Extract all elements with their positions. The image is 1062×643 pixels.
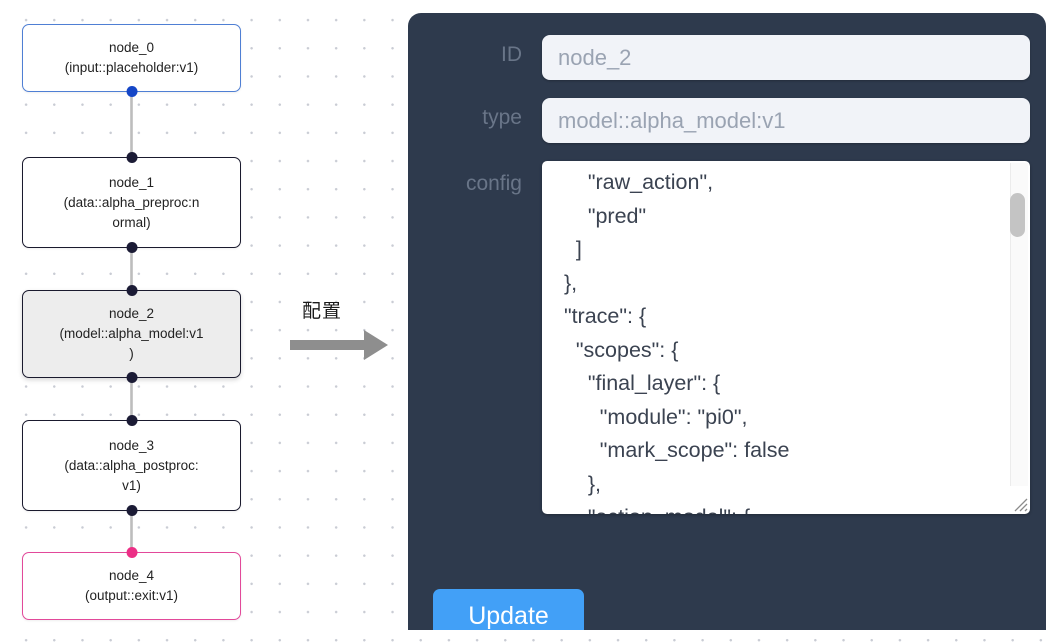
annotation-label: 配置 <box>302 300 343 322</box>
config-scrollbar-track[interactable] <box>1010 163 1028 486</box>
config-textarea-wrap <box>542 161 1030 514</box>
node-handle-target[interactable] <box>126 415 137 426</box>
type-label: type <box>482 106 522 129</box>
resize-grip-icon[interactable] <box>1009 493 1029 513</box>
graph-node-node_0[interactable]: node_0 (input::placeholder:v1) <box>22 24 241 97</box>
id-label: ID <box>501 43 522 66</box>
config-textarea[interactable] <box>542 161 1030 514</box>
form-row-config: config <box>424 161 1030 514</box>
graph-node-label: node_2 (model::alpha_model:v1 ) <box>59 306 204 361</box>
config-label: config <box>465 172 522 195</box>
form-row-type: type <box>424 98 1030 143</box>
right-arrow-icon <box>290 330 388 360</box>
node-handle-source[interactable] <box>126 372 137 383</box>
node-handle-target[interactable] <box>126 285 137 296</box>
graph-node-label: node_0 (input::placeholder:v1) <box>64 40 199 75</box>
config-scrollbar-thumb[interactable] <box>1010 193 1025 237</box>
graph-node-node_4[interactable]: node_4 (output::exit:v1) <box>22 547 241 620</box>
node-handle-source[interactable] <box>126 242 137 253</box>
node-handle-source[interactable] <box>126 505 137 516</box>
id-input[interactable] <box>542 35 1030 80</box>
graph-node-node_3[interactable]: node_3 (data::alpha_postproc: v1) <box>22 415 241 516</box>
form-row-id: ID <box>424 35 1030 80</box>
graph-node-node_1[interactable]: node_1 (data::alpha_preproc:n ormal) <box>22 152 241 253</box>
node-handle-target[interactable] <box>126 547 137 558</box>
update-button[interactable]: Update <box>433 589 584 630</box>
node-handle-target[interactable] <box>126 152 137 163</box>
graph-node-label: node_1 (data::alpha_preproc:n ormal) <box>63 174 200 230</box>
node-handle-source[interactable] <box>126 86 137 97</box>
node-config-panel: ID type config Update <box>408 13 1046 630</box>
graph-node-node_2[interactable]: node_2 (model::alpha_model:v1 ) <box>22 285 241 383</box>
annotation-arrow-group: 配置 <box>288 296 398 366</box>
graph-node-label: node_4 (output::exit:v1) <box>84 568 179 603</box>
graph-node-label: node_3 (data::alpha_postproc: v1) <box>64 437 199 493</box>
type-input[interactable] <box>542 98 1030 143</box>
